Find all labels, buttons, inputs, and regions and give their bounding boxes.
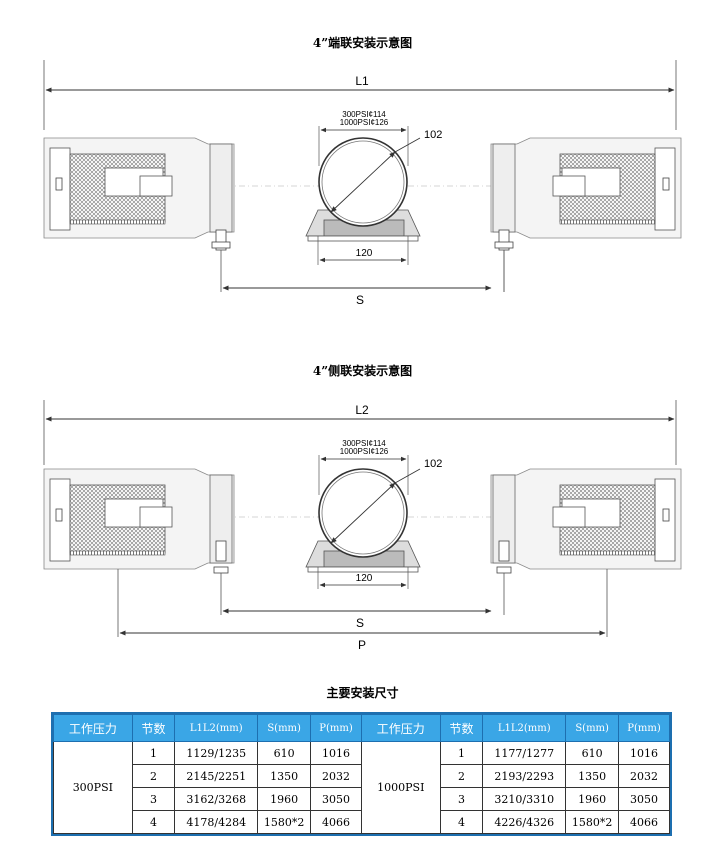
cell: 1960 <box>565 787 620 811</box>
cell: 1 <box>439 741 484 765</box>
cell: 2145/2251 <box>174 764 259 788</box>
pipe-spec-300-2: 300PSI¢114 <box>342 439 386 448</box>
cell: 1016 <box>618 741 670 765</box>
header-p-right: P(mm) <box>618 714 670 742</box>
cell: 4066 <box>310 810 362 834</box>
cell: 3210/3310 <box>482 787 567 811</box>
header-pressure-left: 工作压力 <box>53 714 133 742</box>
table-row: 300PSI 1 1129/1235 610 1016 1000PSI 1 11… <box>53 741 670 834</box>
cell: 4066 <box>618 810 670 834</box>
header-s-right: S(mm) <box>565 714 620 742</box>
pipe-spec-300: 300PSI¢114 <box>342 110 386 119</box>
cell: 1016 <box>310 741 362 765</box>
diameter-label-2: 102 <box>424 458 442 470</box>
cell: 3162/3268 <box>174 787 259 811</box>
cell: 2193/2293 <box>482 764 567 788</box>
dims-table-title: 主要安装尺寸 <box>326 686 399 700</box>
cell: 3 <box>131 787 176 811</box>
cell: 2032 <box>618 764 670 788</box>
cell: 4 <box>131 810 176 834</box>
table-header-row: 工作压力 节数 L1L2(mm) S(mm) P(mm) 工作压力 节数 L1L… <box>53 714 670 742</box>
left-unit <box>43 137 235 292</box>
cell: 4178/4284 <box>174 810 259 834</box>
install-dimensions-table: 工作压力 节数 L1L2(mm) S(mm) P(mm) 工作压力 节数 L1L… <box>51 712 672 836</box>
cell: 3 <box>439 787 484 811</box>
pipe-cross-section: 300PSI¢114 1000PSI¢126 102 120 <box>305 110 442 265</box>
diameter-label: 102 <box>424 129 442 141</box>
l2-label: L2 <box>355 403 369 417</box>
end-connection-diagram: L1 300PSI¢114 1000PSI¢126 <box>43 60 682 307</box>
pipe-cross-section-2: 300PSI¢114 1000PSI¢126 102 120 <box>305 439 442 589</box>
cell: 1960 <box>257 787 312 811</box>
header-l1l2-right: L1L2(mm) <box>482 714 567 742</box>
header-l1l2-left: L1L2(mm) <box>174 714 259 742</box>
cell: 4 <box>439 810 484 834</box>
cell: 4226/4326 <box>482 810 567 834</box>
cell: 2 <box>439 764 484 788</box>
table-row: 4 4178/4284 1580*2 4066 4 4226/4326 1580… <box>54 810 670 834</box>
cell: 610 <box>565 741 620 765</box>
cell: 610 <box>257 741 312 765</box>
cell: 2 <box>131 764 176 788</box>
right-unit-2 <box>490 468 682 637</box>
side-connection-diagram: L2 300PSI¢114 1000PSI¢126 <box>43 400 682 650</box>
group-300psi: 300PSI <box>53 741 133 834</box>
cell: 1580*2 <box>565 810 620 834</box>
side-connection-title: 4”侧联安装示意图 <box>312 364 413 378</box>
l1-label: L1 <box>355 74 369 88</box>
end-connection-title: 4”端联安装示意图 <box>312 36 413 50</box>
header-sections-right: 节数 <box>439 714 484 742</box>
cell: 1350 <box>257 764 312 788</box>
header-pressure-right: 工作压力 <box>360 714 441 742</box>
group-1000psi: 1000PSI <box>360 741 441 834</box>
s-label-2: S <box>356 616 364 630</box>
base-width-label-2: 120 <box>356 573 373 584</box>
cell: 1 <box>131 741 176 765</box>
cell: 1350 <box>565 764 620 788</box>
left-unit-2 <box>43 468 235 637</box>
header-p-left: P(mm) <box>310 714 362 742</box>
p-label: P <box>358 638 366 650</box>
s-label: S <box>356 293 364 307</box>
right-unit <box>490 137 682 292</box>
cell: 1177/1277 <box>482 741 567 765</box>
cell: 3050 <box>310 787 362 811</box>
base-width-label: 120 <box>356 248 373 259</box>
cell: 1129/1235 <box>174 741 259 765</box>
cell: 2032 <box>310 764 362 788</box>
cell: 1580*2 <box>257 810 312 834</box>
cell: 3050 <box>618 787 670 811</box>
header-sections-left: 节数 <box>131 714 176 742</box>
header-s-left: S(mm) <box>257 714 312 742</box>
pipe-spec-1000-2: 1000PSI¢126 <box>340 447 389 456</box>
pipe-spec-1000: 1000PSI¢126 <box>340 118 389 127</box>
